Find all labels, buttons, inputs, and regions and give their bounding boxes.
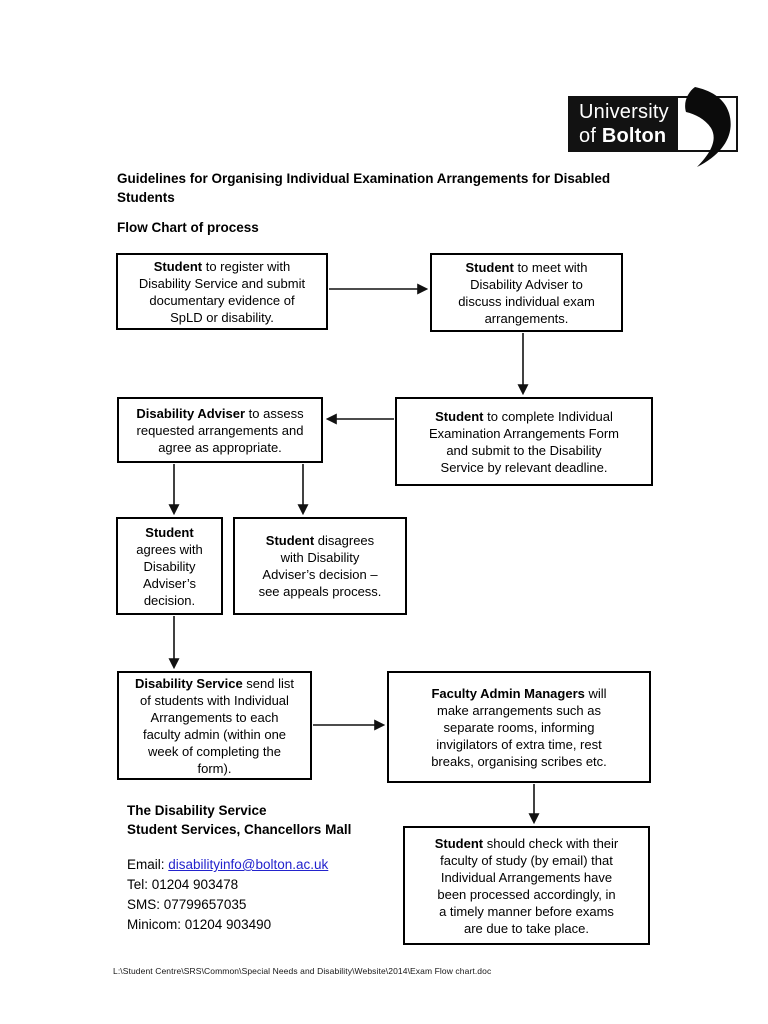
flow-box-complete-form: Student to complete Individual Examinati… (395, 397, 653, 486)
flow-box-register: Student to register with Disability Serv… (116, 253, 328, 330)
flow-box-faculty-arrangements: Faculty Admin Managers will make arrange… (387, 671, 651, 783)
flow-box-meet-adviser: Student to meet with Disability Adviser … (430, 253, 623, 332)
logo-line1: University (579, 101, 669, 123)
logo-text: University of Bolton (579, 100, 669, 148)
flow-box-send-list-text: send list of students with Individual Ar… (140, 675, 294, 776)
university-of-bolton-logo: University of Bolton (568, 87, 738, 167)
flow-box-send-list: Disability Service send list of students… (117, 671, 312, 780)
flow-box-faculty-arrangements-actor: Faculty Admin Managers (431, 685, 585, 701)
flow-box-register-text: to register with Disability Service and … (138, 258, 306, 325)
contact-minicom: Minicom: 01204 903490 (127, 917, 272, 932)
contact-email-line: Email: disabilityinfo@bolton.ac.uk (127, 855, 351, 875)
email-link[interactable]: disabilityinfo@bolton.ac.uk (168, 857, 329, 872)
contact-address: Student Services, Chancellors Mall (127, 822, 352, 837)
flow-box-disagrees: Student disagrees with Disability Advise… (233, 517, 407, 615)
flow-box-disagrees-text: disagrees with Disability Adviser’s deci… (258, 533, 382, 599)
page-title: Guidelines for Organising Individual Exa… (117, 171, 611, 205)
flow-box-agrees-actor: Student (145, 524, 194, 540)
logo-swoosh-icon (685, 87, 731, 167)
flow-box-student-check-text: should check with their faculty of study… (437, 835, 619, 936)
flow-box-agrees: Student agrees with Disability Adviser’s… (116, 517, 223, 615)
flow-box-register-actor: Student (153, 258, 203, 274)
flow-box-student-check-actor: Student (434, 835, 484, 851)
logo-of: of (579, 125, 602, 147)
contact-email-label: Email: (127, 857, 169, 872)
contact-tel: Tel: 01204 903478 (127, 877, 239, 892)
flow-box-agrees-text: agrees with Disability Adviser’s decisio… (136, 541, 203, 608)
page-subtitle: Flow Chart of process (117, 220, 259, 235)
flow-box-assess-actor: Disability Adviser (136, 405, 246, 421)
file-path-footer: L:\Student Centre\SRS\Common\Special Nee… (113, 966, 492, 976)
flow-box-meet-adviser-actor: Student (465, 259, 514, 275)
contact-sms: SMS: 07799657035 (127, 897, 247, 912)
flow-box-send-list-actor: Disability Service (135, 675, 243, 691)
contact-service-name: The Disability Service (127, 803, 267, 818)
flow-box-assess-text: to assess requested arrangements and agr… (136, 405, 304, 455)
flow-box-student-check: Student should check with their faculty … (403, 826, 650, 945)
logo-swoosh-panel (678, 87, 736, 167)
flow-box-complete-form-text: to complete Individual Examination Arran… (428, 408, 620, 475)
flow-box-assess: Disability Adviser to assess requested a… (117, 397, 323, 463)
flow-box-complete-form-actor: Student (435, 408, 484, 424)
flow-box-meet-adviser-text: to meet with Disability Adviser to discu… (458, 259, 595, 326)
flow-box-disagrees-actor: Student (265, 533, 315, 548)
flow-box-faculty-arrangements-text: will make arrangements such as separate … (431, 685, 607, 769)
logo-name: Bolton (601, 125, 667, 147)
contact-block: The Disability Service Student Services,… (127, 801, 351, 935)
